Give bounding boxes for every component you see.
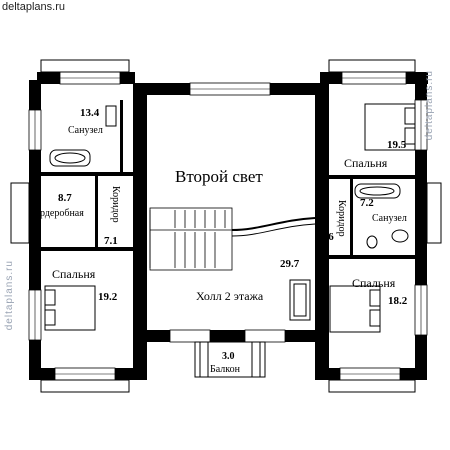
watermark-top: deltaplans.ru	[2, 1, 65, 13]
label-balcony: Балкон	[210, 364, 240, 375]
area-bedroom-bottom-right: 18.2	[388, 295, 408, 307]
balcony-outline	[194, 341, 266, 378]
watermark-right: deltaplans.ru	[424, 70, 435, 141]
area-bathroom-left: 13.4	[80, 107, 100, 119]
area-balcony: 3.0	[222, 351, 235, 362]
area-hall: 29.7	[280, 258, 300, 270]
label-bedroom-left: Спальня	[52, 267, 96, 281]
area-corridor-left: 7.1	[104, 235, 118, 247]
area-bedroom-left: 19.2	[98, 291, 118, 303]
area-bathroom-right: 7.2	[360, 197, 374, 209]
label-dressing: Гардеробная	[30, 208, 84, 219]
watermark-left: deltaplans.ru	[4, 260, 15, 331]
label-corridor-right: Коридор	[336, 200, 347, 237]
second-light-label: Второй свет	[175, 167, 263, 186]
bath-fixtures	[49, 105, 409, 249]
beds	[44, 103, 416, 333]
staircase	[149, 207, 316, 271]
area-bedroom-top-right: 19.5	[387, 139, 407, 151]
label-bathroom-right: Санузел	[372, 213, 407, 224]
hall-sofa	[289, 279, 311, 321]
area-dressing: 8.7	[58, 192, 72, 204]
label-bedroom-top-right: Спальня	[344, 156, 388, 170]
label-bedroom-bottom-right: Спальня	[352, 276, 396, 290]
interior-walls	[41, 100, 415, 259]
area-corridor-right: 3.6	[320, 231, 334, 243]
label-bathroom-left: Санузел	[68, 125, 103, 136]
windows	[28, 71, 428, 381]
label-hall: Холл 2 этажа	[196, 289, 264, 303]
label-corridor-left: Коридор	[110, 186, 121, 223]
bay-windows	[10, 59, 442, 393]
